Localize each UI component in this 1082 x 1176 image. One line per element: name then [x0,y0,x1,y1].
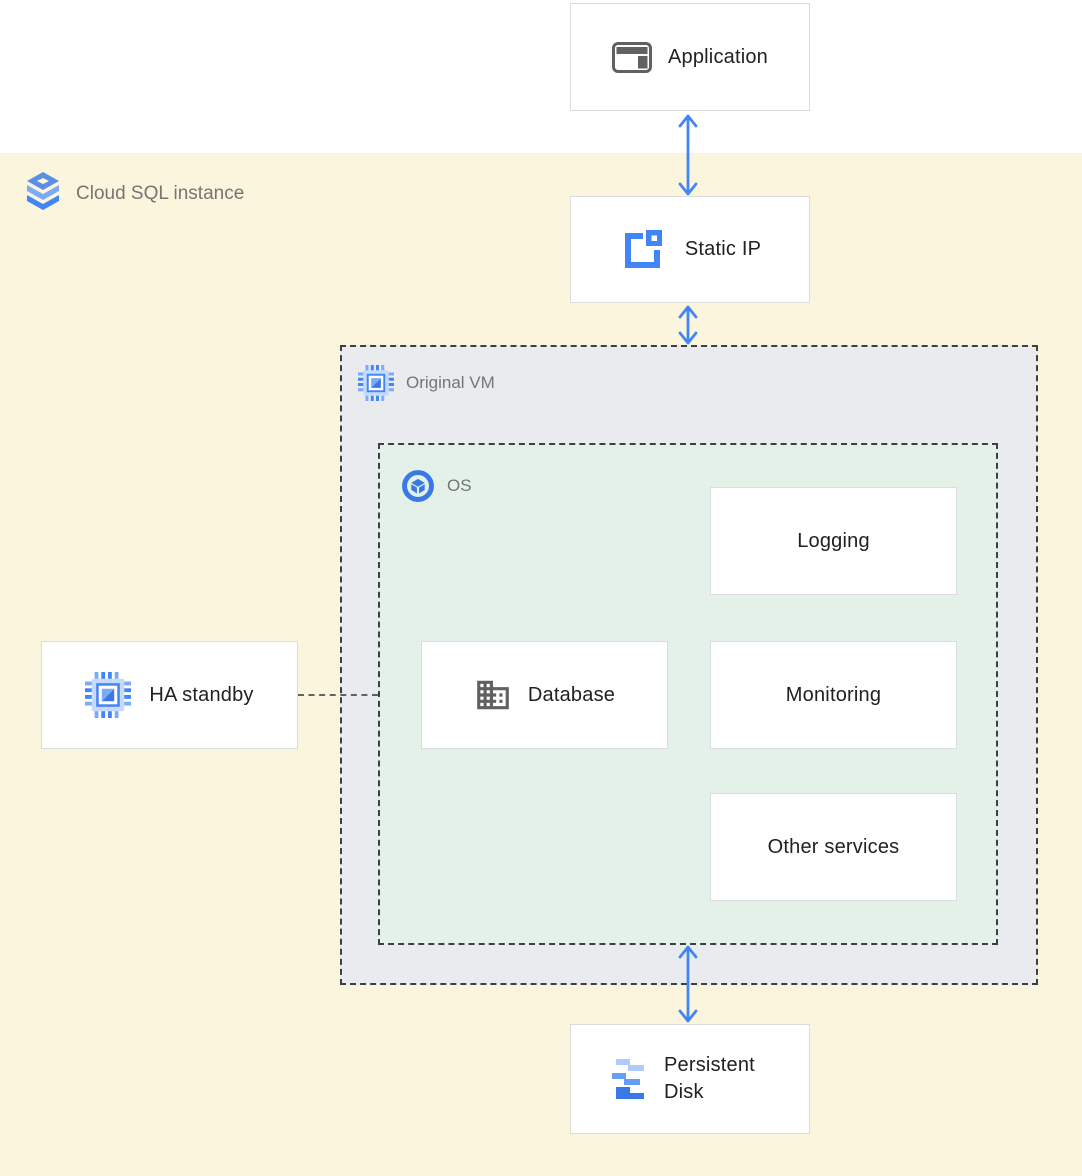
arrow-os-persistentdisk [674,944,702,1024]
original-vm-label-text: Original VM [406,373,495,392]
node-static-ip: Static IP [570,196,810,303]
static-ip-icon [619,227,665,273]
application-icon [611,41,652,73]
arrow-application-staticip [674,113,702,197]
node-persistent-disk-label: Persistent Disk [664,1054,755,1103]
node-database: Database [421,641,668,749]
os-label: OS [401,469,472,503]
arrow-staticip-vm [674,304,702,346]
node-static-ip-label: Static IP [684,238,762,260]
node-monitoring: Monitoring [710,641,957,749]
os-label-text: OS [447,476,472,495]
node-application-label: Application [667,45,769,68]
cloud-sql-region-label-text: Cloud SQL instance [76,183,245,204]
cloud-sql-region-label: Cloud SQL instance [24,172,244,216]
ha-standby-compute-icon [85,672,132,718]
original-vm-label: Original VM [358,365,495,401]
database-building-icon [474,676,512,714]
node-persistent-disk: Persistent Disk [570,1024,810,1134]
node-monitoring-label: Monitoring [785,683,882,706]
node-other-services: Other services [710,793,957,901]
node-ha-standby: HA standby [41,641,298,749]
node-logging: Logging [710,487,957,595]
cloud-sql-icon [24,172,62,216]
connector-ha-standby [298,694,378,696]
node-logging-label: Logging [797,529,870,552]
node-application: Application [570,3,810,111]
persistent-disk-icon [604,1059,648,1099]
compute-engine-icon [358,365,394,401]
os-icon [401,469,435,503]
node-database-label: Database [527,683,616,706]
node-other-services-label: Other services [767,835,900,858]
node-ha-standby-label: HA standby [149,683,254,706]
